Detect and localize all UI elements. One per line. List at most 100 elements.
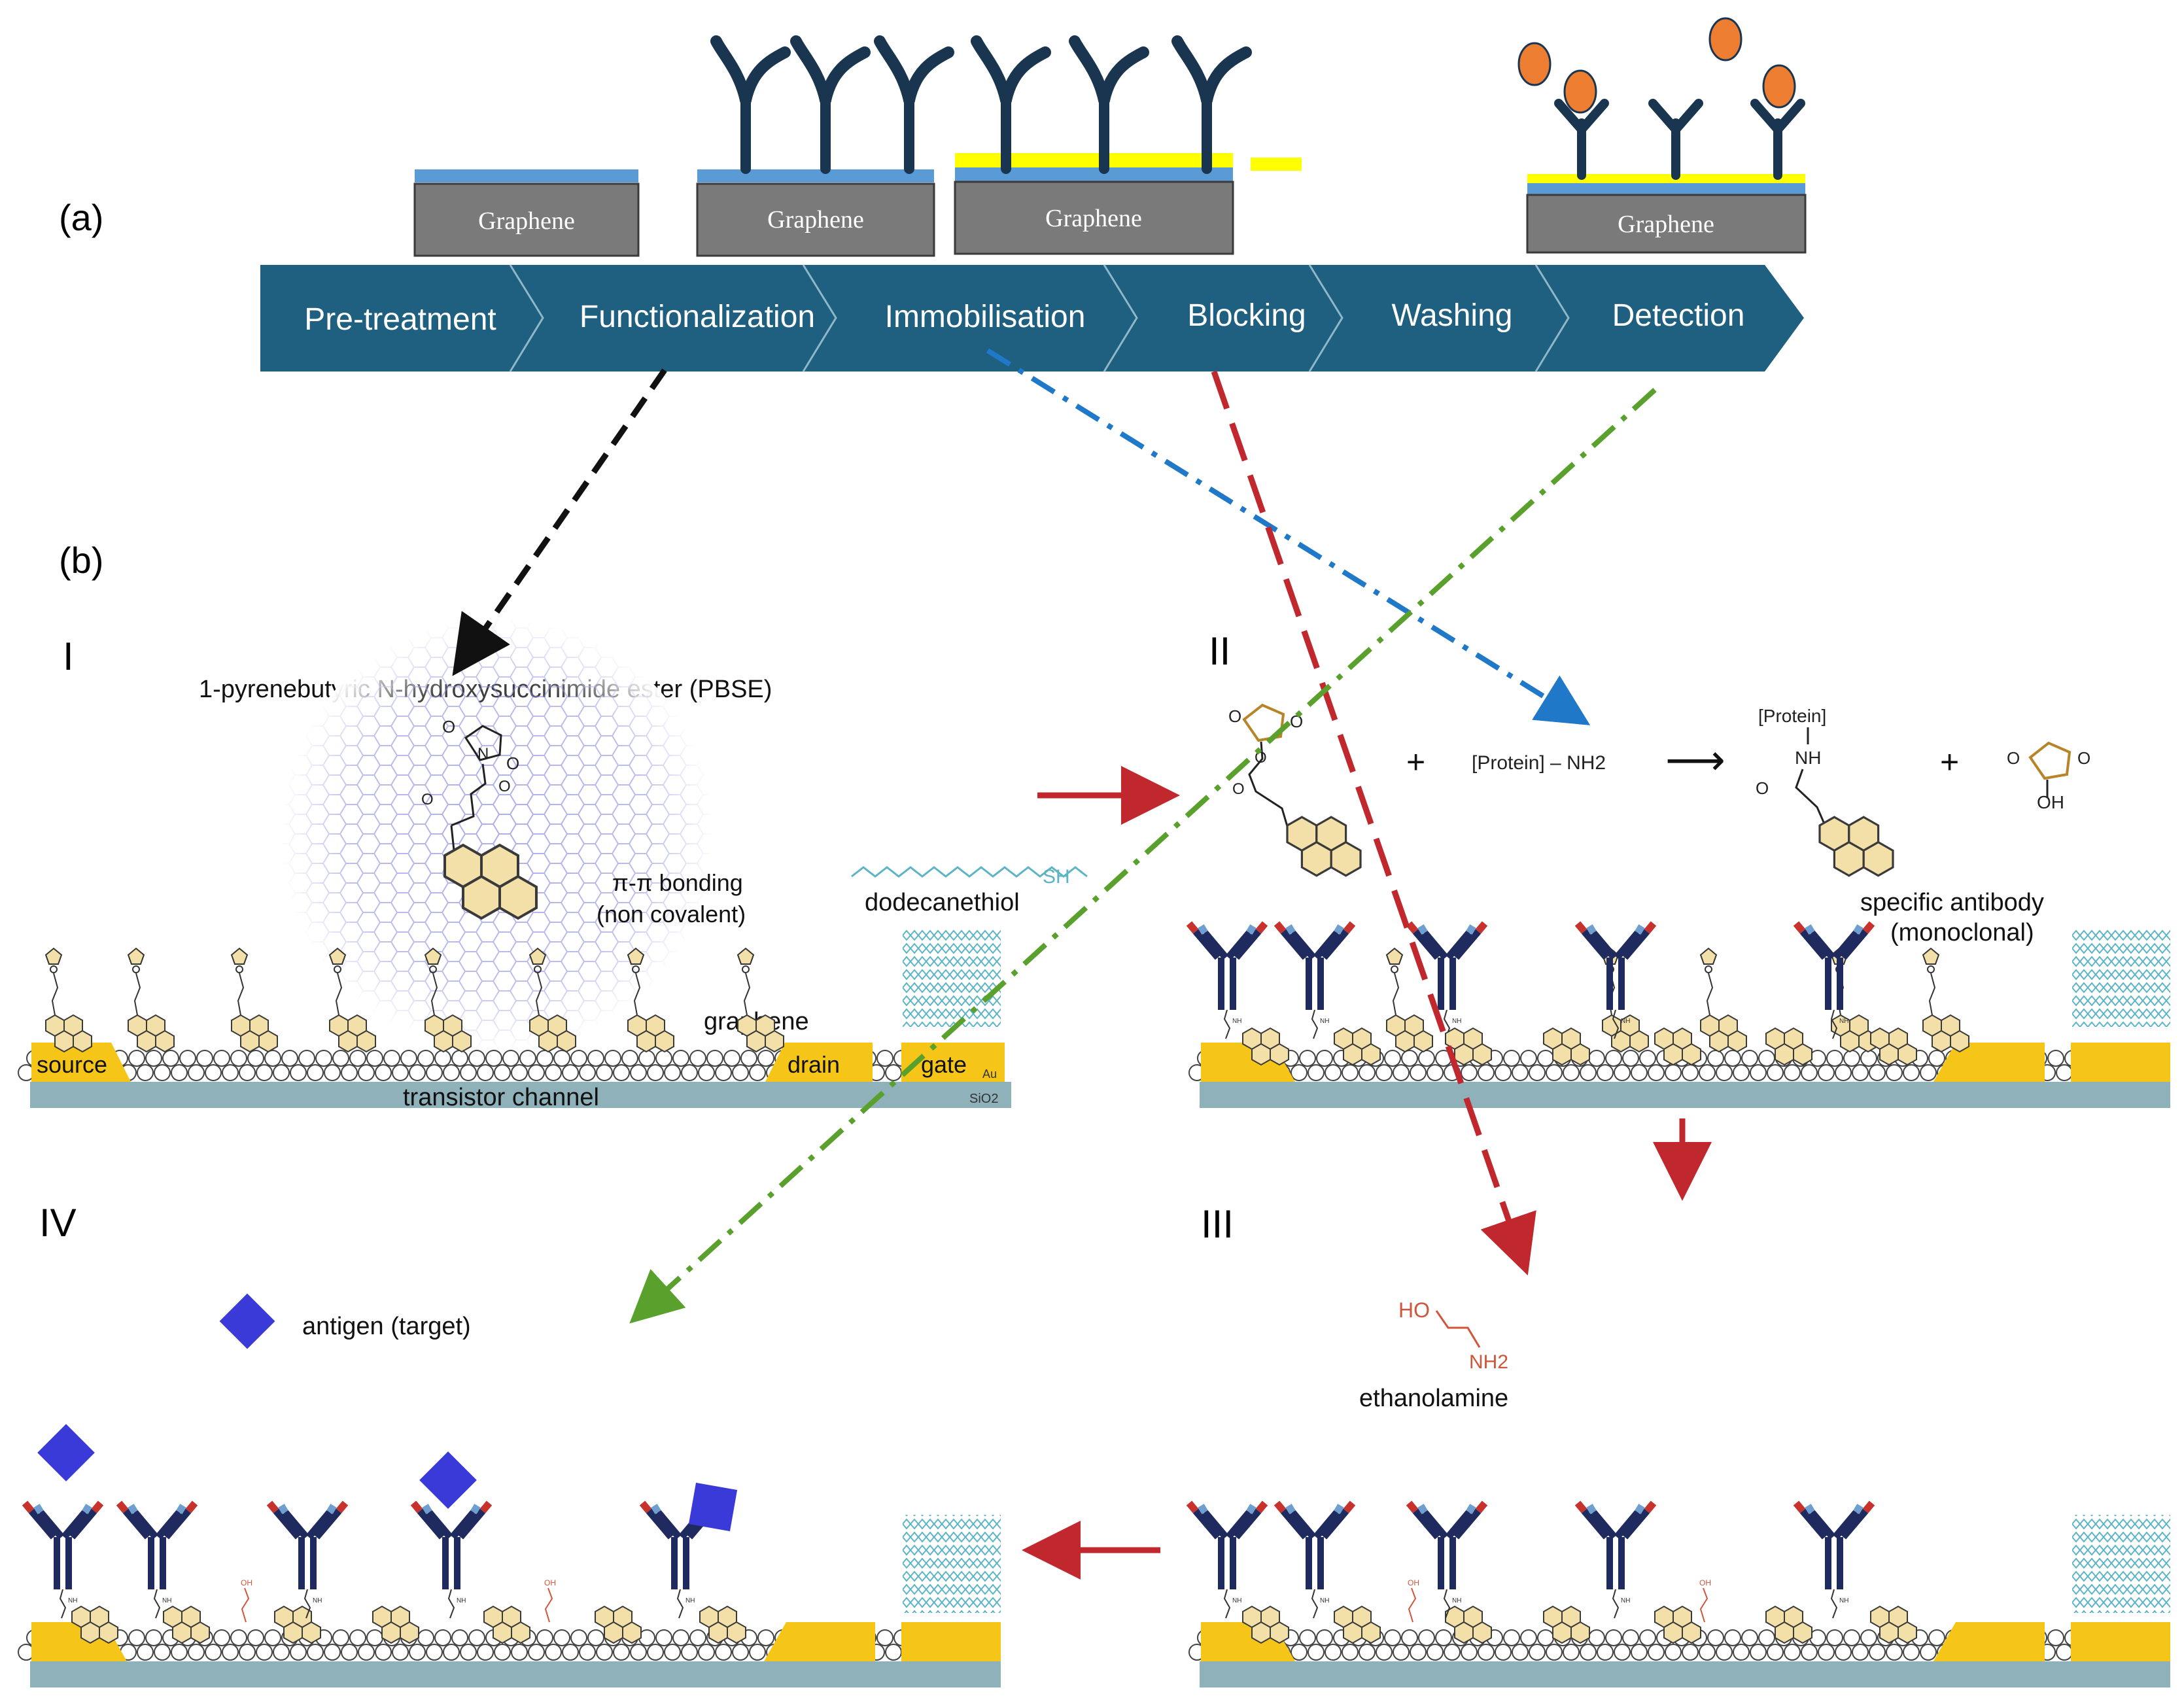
graphene-ring bbox=[332, 1629, 349, 1646]
graphene-ring bbox=[341, 1644, 358, 1661]
graphene-ring bbox=[137, 1064, 154, 1081]
graphene-ring bbox=[604, 1050, 621, 1067]
drain-electrode bbox=[764, 1622, 875, 1661]
graphene-ring bbox=[1682, 1064, 1699, 1081]
graphene-ring bbox=[137, 1644, 154, 1661]
graphene-ring bbox=[1503, 1629, 1520, 1646]
graphene-ring bbox=[188, 1064, 205, 1081]
graphene-ring bbox=[1427, 1644, 1444, 1661]
graphene-ring bbox=[1512, 1064, 1529, 1081]
graphene-ring bbox=[1665, 1064, 1682, 1081]
graphene-ring bbox=[1767, 1644, 1784, 1661]
pbse-linker bbox=[1923, 948, 1969, 1052]
panel-II: O O O O + [Protein] – NH2 ⟶ [Protein] NH… bbox=[1189, 703, 2170, 1108]
graphene-ring bbox=[562, 1064, 579, 1081]
graphene-ring bbox=[876, 1050, 893, 1067]
graphene-ring bbox=[494, 1064, 511, 1081]
graphene-ring bbox=[417, 1629, 434, 1646]
graphene-ring bbox=[1741, 1050, 1758, 1067]
graphene-ring bbox=[1622, 1629, 1639, 1646]
antibody-icon bbox=[1755, 103, 1801, 175]
graphene-ring bbox=[681, 1644, 698, 1661]
graphene-ring bbox=[1699, 1644, 1716, 1661]
graphene-ring bbox=[545, 1064, 562, 1081]
graphene-ring bbox=[358, 1064, 375, 1081]
graphene-ring bbox=[1835, 1064, 1852, 1081]
blocking-layer-dash bbox=[1251, 158, 1302, 171]
graphene-ring bbox=[1359, 1644, 1376, 1661]
graphene-ring bbox=[324, 1644, 341, 1661]
graphene-ring bbox=[1461, 1064, 1478, 1081]
graphene-ring bbox=[213, 1050, 230, 1067]
graphene-ring bbox=[1733, 1064, 1750, 1081]
graphene-ring bbox=[1546, 1064, 1563, 1081]
graphene-ring bbox=[1444, 1644, 1461, 1661]
graphene-ring bbox=[264, 1050, 281, 1067]
graphene-label: Graphene bbox=[1045, 205, 1142, 232]
graphene-ring bbox=[570, 1629, 587, 1646]
graphene-ring bbox=[655, 1050, 672, 1067]
graphene-ring bbox=[562, 1644, 579, 1661]
graphene-ring bbox=[264, 1629, 281, 1646]
graphene-ring bbox=[1427, 1064, 1444, 1081]
antibody-icon bbox=[1796, 1503, 1872, 1618]
graphene-label: Graphene bbox=[478, 207, 575, 235]
graphene-ring bbox=[205, 1064, 222, 1081]
graphene-ring bbox=[1869, 1644, 1886, 1661]
graphene-ring bbox=[426, 1644, 443, 1661]
graphene-ring bbox=[1512, 1644, 1529, 1661]
graphene-ring bbox=[587, 1629, 604, 1646]
svg-text:O: O bbox=[2007, 748, 2020, 768]
graphene-ring bbox=[332, 1050, 349, 1067]
graphene-ring bbox=[1418, 1629, 1435, 1646]
graphene-ring bbox=[1843, 1050, 1860, 1067]
antibody-icon bbox=[716, 41, 785, 169]
functionalization-to-panel-I-arrow bbox=[452, 368, 667, 676]
antigen-dot bbox=[1708, 17, 1742, 61]
graphene-ring bbox=[528, 1064, 545, 1081]
graphene-ring bbox=[1316, 1629, 1333, 1646]
pbse-linker bbox=[232, 948, 277, 1052]
graphene-ring bbox=[1801, 1064, 1818, 1081]
graphene-ring bbox=[434, 1050, 451, 1067]
graphene-ring bbox=[1707, 1050, 1724, 1067]
immobilisation-to-panel-II-arrow bbox=[986, 348, 1591, 725]
antigen-bound bbox=[688, 1482, 738, 1532]
graphene-ring bbox=[1478, 1064, 1495, 1081]
panel-III: HO NH2 ethanolamine bbox=[1189, 1028, 2170, 1687]
graphene-ring bbox=[1325, 1064, 1342, 1081]
graphene-ring bbox=[2056, 1064, 2073, 1081]
graphene-ring bbox=[1750, 1644, 1767, 1661]
graphene-ring bbox=[511, 1064, 528, 1081]
graphene-ring bbox=[596, 1644, 613, 1661]
step-detection: Detection bbox=[1612, 298, 1745, 333]
graphene-ring bbox=[1588, 1050, 1605, 1067]
graphene-ring bbox=[273, 1644, 290, 1661]
graphene-ring bbox=[349, 1629, 366, 1646]
graphene-ring bbox=[298, 1050, 315, 1067]
graphene-ring bbox=[1648, 1064, 1665, 1081]
graphene-block-functionalization: Graphene bbox=[696, 41, 948, 257]
graphene-ring bbox=[1886, 1644, 1903, 1661]
bound-antibodies bbox=[1189, 1503, 1872, 1618]
graphene-ring bbox=[1843, 1629, 1860, 1646]
graphene-ring bbox=[553, 1050, 570, 1067]
protein-nh2-label: [Protein] – NH2 bbox=[1472, 752, 1606, 774]
graphene-ring bbox=[375, 1064, 392, 1081]
graphene-ring bbox=[256, 1644, 273, 1661]
graphene-ring bbox=[315, 1050, 332, 1067]
nh2-label: NH2 bbox=[1469, 1351, 1508, 1373]
substrate bbox=[1200, 1082, 2170, 1108]
pbse-linker bbox=[738, 948, 784, 1052]
graphene-ring bbox=[1733, 1644, 1750, 1661]
antibody-icon bbox=[1189, 1503, 1265, 1618]
drain-electrode bbox=[765, 1043, 873, 1082]
graphene-ring bbox=[1758, 1050, 1775, 1067]
graphene-ring bbox=[426, 1064, 443, 1081]
graphene-ring bbox=[1750, 1064, 1767, 1081]
graphene-ring bbox=[230, 1629, 247, 1646]
graphene-ring bbox=[630, 1064, 647, 1081]
graphene-ring bbox=[247, 1050, 264, 1067]
graphene-ring bbox=[1869, 1064, 1886, 1081]
graphene-ring bbox=[451, 1629, 468, 1646]
